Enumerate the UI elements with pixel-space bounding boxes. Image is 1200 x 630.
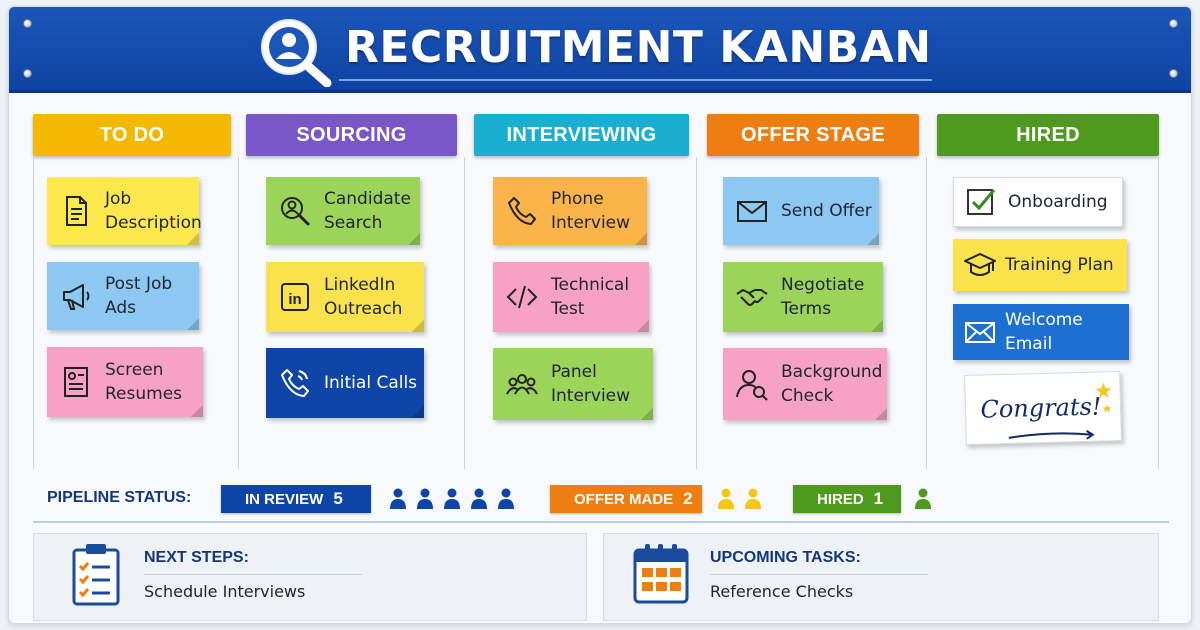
upcoming-tasks-text: Reference Checks (710, 582, 854, 601)
column-header-sourcing[interactable]: SOURCING (246, 114, 457, 156)
person-icon (914, 488, 932, 510)
pill-count: 2 (683, 489, 693, 508)
phone-icon (278, 366, 312, 400)
card-label: Panel Interview (551, 362, 631, 406)
handshake-icon (735, 280, 769, 314)
person-icon (717, 488, 735, 510)
magnifier-person-icon (257, 15, 339, 88)
pipeline-in-review-pill[interactable]: IN REVIEW 5 (221, 485, 371, 513)
star-icon (1091, 380, 1114, 415)
pipeline-hired-pill[interactable]: HIRED 1 (793, 485, 901, 513)
envelope-icon (735, 194, 769, 228)
column-hired (927, 157, 1159, 469)
column-todo (33, 157, 239, 469)
card-candidate-search[interactable]: Candidate Search (266, 177, 420, 245)
pill-label: OFFER MADE (574, 490, 674, 508)
card-label: Candidate Search (324, 189, 411, 233)
card-initial-calls[interactable]: Initial Calls (266, 348, 424, 418)
column-interviewing (465, 157, 697, 469)
card-label: LinkedIn Outreach (324, 275, 403, 319)
upcoming-tasks-panel: UPCOMING TASKS: Reference Checks (603, 533, 1159, 621)
person-icon (497, 488, 515, 510)
card-welcome-email[interactable]: Welcome Email (953, 304, 1129, 360)
person-icon (470, 488, 488, 510)
card-label: Welcome Email (1005, 310, 1083, 354)
card-label: Post Job Ads (105, 274, 173, 318)
svg-text:in: in (288, 291, 301, 308)
screw-icon (1169, 69, 1178, 78)
column-header-offer-stage[interactable]: OFFER STAGE (707, 114, 919, 156)
card-label: Onboarding (1008, 192, 1108, 212)
megaphone-icon (59, 279, 93, 313)
search-person-icon (278, 194, 312, 228)
group-icon (505, 367, 539, 401)
title-group: RECRUITMENT KANBAN (257, 15, 932, 88)
card-background-check[interactable]: Background Check (723, 348, 887, 420)
card-congrats[interactable]: Congrats! (964, 370, 1122, 446)
card-label: Screen Resumes (105, 360, 183, 404)
column-header-todo[interactable]: TO DO (33, 114, 231, 156)
column-header-interviewing[interactable]: INTERVIEWING (474, 114, 689, 156)
card-post-job-ads[interactable]: Post Job Ads (47, 262, 199, 330)
card-linkedin-outreach[interactable]: in LinkedIn Outreach (266, 262, 424, 332)
card-label: Training Plan (1005, 255, 1114, 275)
card-onboarding[interactable]: Onboarding (953, 177, 1123, 227)
card-technical-test[interactable]: Technical Test (493, 262, 649, 332)
card-screen-resumes[interactable]: Screen Resumes (47, 347, 203, 417)
column-sourcing (239, 157, 465, 469)
phone-icon (505, 194, 539, 228)
person-icon (443, 488, 461, 510)
card-training-plan[interactable]: Training Plan (953, 239, 1127, 291)
card-send-offer[interactable]: Send Offer (723, 177, 879, 245)
checklist-icon (70, 542, 124, 606)
column-header-hired[interactable]: HIRED (937, 114, 1159, 156)
document-icon (59, 194, 93, 228)
next-steps-title: NEXT STEPS: (144, 549, 249, 566)
pipeline-status-label: PIPELINE STATUS: (47, 489, 192, 506)
graduation-cap-icon (963, 248, 997, 282)
person-check-icon (735, 367, 769, 401)
pill-label: HIRED (817, 490, 864, 508)
card-label: Job Description (105, 189, 202, 233)
card-label: Negotiate Terms (781, 275, 865, 319)
card-phone-interview[interactable]: Phone Interview (493, 177, 647, 245)
pill-count: 5 (333, 489, 343, 508)
column-offer-stage (697, 157, 927, 469)
kanban-board: RECRUITMENT KANBAN TO DO SOURCING INTERV… (8, 6, 1192, 624)
card-job-description[interactable]: Job Description (47, 177, 202, 245)
page-title: RECRUITMENT KANBAN (339, 22, 932, 81)
card-label: Phone Interview (551, 189, 631, 233)
person-icon (389, 488, 407, 510)
card-label: Congrats! (980, 392, 1102, 424)
pill-label: IN REVIEW (245, 490, 324, 508)
board-header: RECRUITMENT KANBAN (9, 7, 1191, 93)
swoosh-icon (1006, 423, 1096, 440)
card-panel-interview[interactable]: Panel Interview (493, 348, 653, 420)
checkbox-icon (964, 185, 998, 219)
linkedin-icon: in (278, 280, 312, 314)
upcoming-tasks-title: UPCOMING TASKS: (710, 549, 861, 566)
pill-count: 1 (873, 489, 884, 508)
screw-icon (23, 69, 32, 78)
divider (33, 521, 1169, 523)
next-steps-panel: NEXT STEPS: Schedule Interviews (33, 533, 587, 621)
screw-icon (1169, 19, 1178, 28)
pipeline-offer-made-pill[interactable]: OFFER MADE 2 (550, 485, 702, 513)
person-icon (744, 488, 762, 510)
card-negotiate-terms[interactable]: Negotiate Terms (723, 262, 883, 332)
card-label: Background Check (781, 362, 883, 406)
calendar-icon (632, 542, 689, 606)
envelope-icon (963, 315, 997, 349)
card-label: Send Offer (781, 201, 872, 221)
card-label: Initial Calls (324, 373, 418, 393)
card-label: Technical Test (551, 275, 630, 319)
next-steps-text: Schedule Interviews (144, 582, 306, 601)
person-icon (416, 488, 434, 510)
resume-icon (59, 365, 93, 399)
code-icon (505, 280, 539, 314)
screw-icon (23, 19, 32, 28)
